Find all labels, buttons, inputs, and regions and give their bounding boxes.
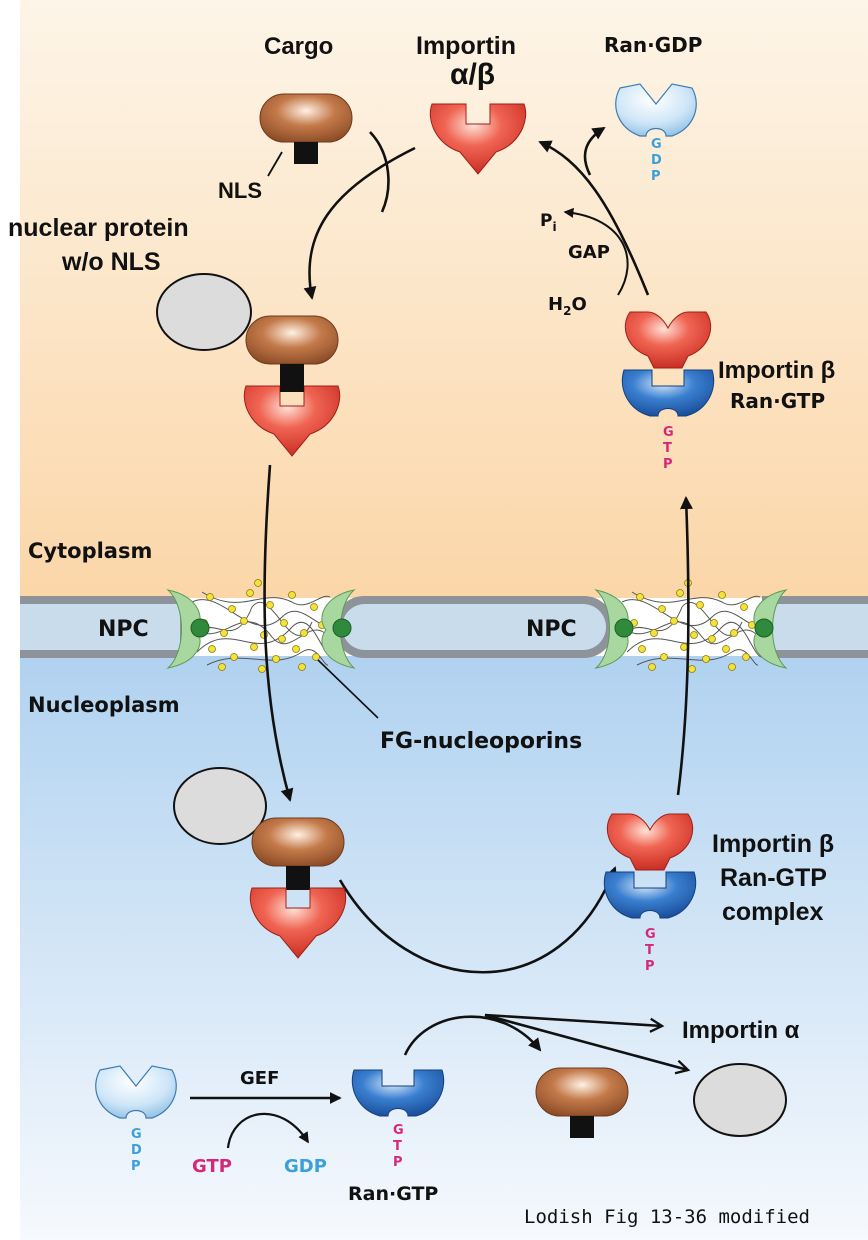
label-gdp-bottom: GDP [284,1156,327,1177]
figure-credit: Lodish Fig 13-36 modified [524,1206,810,1228]
label-nls: NLS [218,178,262,203]
arrow-export-through-npc [676,496,693,796]
gdp-letters-top: G D P [651,137,662,184]
arrow-to-nuclear-protein [484,1013,691,1075]
arrow-to-importin-alpha [484,1013,665,1033]
arrow-import-through-npc [263,464,294,802]
gtp-letters-complex: G T P [645,927,656,974]
label-ran-gtp-top: Ran·GTP [730,389,825,413]
label-importin-alpha: Importin α [682,1017,800,1044]
label-nuclear-protein-1: nuclear protein [8,214,189,242]
svg-text:T: T [663,441,672,456]
svg-text:P: P [393,1155,403,1170]
label-nuclear-protein-2: w/o NLS [61,248,161,276]
label-importin-beta-complex-1: Importin β [712,830,834,858]
svg-text:G: G [663,425,674,440]
svg-text:T: T [393,1139,402,1154]
arrow-to-ran-gdp [583,126,606,176]
arrow-dissociation [338,866,618,974]
arrow-ran-gtp-join [403,1015,542,1056]
nuclear-protein-cyto [156,273,252,351]
arrow-pi-release [563,207,629,296]
label-npc-right: NPC [526,617,577,642]
gtp-letters-top: G T P [663,425,674,472]
label-cytoplasm: Cytoplasm [28,539,152,563]
nls-pointer-line [267,151,283,177]
label-h2o: H2O [548,294,587,318]
svg-text:P: P [131,1159,141,1174]
label-importin-beta-complex-3: complex [722,898,824,926]
svg-text:T: T [645,943,654,958]
svg-text:P: P [645,959,655,974]
label-ran-gtp-bottom: Ran·GTP [348,1183,438,1205]
label-gtp-bottom: GTP [192,1156,232,1177]
svg-text:G: G [131,1127,142,1142]
svg-text:G: G [651,137,662,152]
svg-text:G: G [645,927,656,942]
label-importin-beta-top: Importin β [718,357,835,384]
label-pi: Pi [540,211,557,234]
cargo-importin-complex-nuc [249,817,347,959]
label-importin-beta-complex-2: Ran-GTP [720,864,827,892]
nucleoplasm-region [20,656,868,1240]
label-fg-nucleoporins: FG-nucleoporins [380,729,582,754]
arrow-cargo-join [369,131,390,213]
pathway-arrows [190,126,693,1149]
label-gap: GAP [568,242,610,263]
npc-pore-right [594,579,788,673]
arrow-gtp-hydrolysis [538,140,650,296]
label-nucleoplasm: Nucleoplasm [28,693,180,717]
svg-text:D: D [651,153,662,168]
gtp-letters-bottom: G T P [393,1123,404,1170]
svg-text:P: P [663,457,673,472]
label-npc-left: NPC [98,617,149,642]
svg-text:P: P [651,169,661,184]
fg-pointer-line [317,659,379,719]
label-cargo: Cargo [264,33,333,60]
npc-pore-left [166,579,356,673]
label-alpha-beta: α/β [450,58,495,91]
label-gef: GEF [240,1068,279,1089]
gdp-letters-bottom: G D P [131,1127,142,1174]
label-importin: Importin [416,32,516,60]
label-ran-gdp-top: Ran·GDP [604,33,702,57]
nuclear-protein-released [693,1063,787,1137]
cytoplasm-region [20,0,868,598]
cargo-importin-complex-cyto [243,315,341,457]
svg-text:D: D [131,1143,142,1158]
nuclear-protein-nuc [173,767,267,845]
nuclear-envelope [20,596,868,658]
arrow-gtp-gdp-swap [226,1112,309,1149]
svg-text:G: G [393,1123,404,1138]
